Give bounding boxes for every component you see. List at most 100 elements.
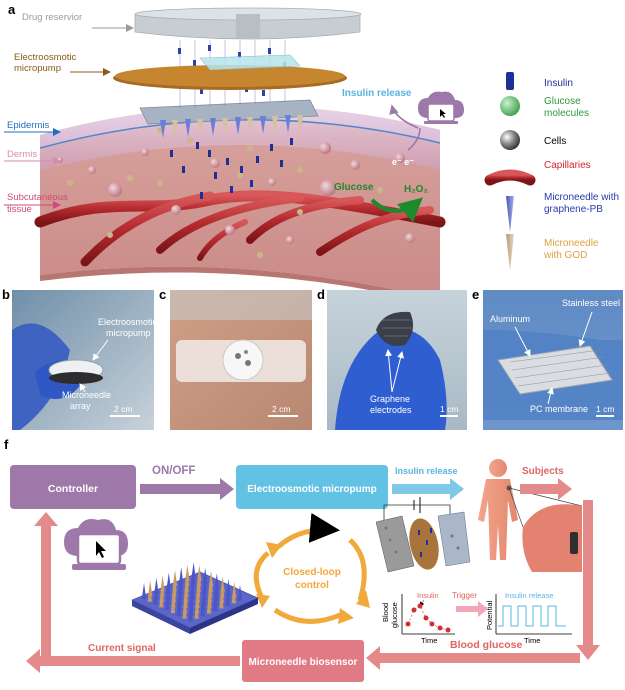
photo-e-scale: 1 cm	[596, 404, 614, 414]
cell	[225, 225, 235, 235]
skin-cross-section	[39, 106, 441, 305]
biosensor-label: Microneedle biosensor	[249, 657, 358, 668]
blood-glucose-label: Blood glucose	[450, 639, 522, 651]
photo-e-arrow-aluminum	[514, 326, 531, 357]
insulin-release-label: Insulin release	[395, 466, 458, 476]
panel-a: a	[4, 2, 619, 305]
insulin-molecule	[170, 150, 173, 157]
microneedle-patch	[139, 99, 319, 138]
glucose-oxidation-arrow	[370, 197, 424, 223]
biosensor-box	[242, 640, 364, 682]
micropump-label: Electroosmotic micropump	[247, 484, 376, 495]
microneedle-god	[197, 565, 202, 581]
loop-arc	[348, 538, 367, 601]
human-body	[478, 479, 518, 560]
needles-blue	[160, 115, 291, 138]
legend-glucose-icon	[500, 96, 520, 116]
electrode-plate-right	[437, 511, 471, 567]
release-curved-arrow	[389, 104, 419, 129]
patch-screw	[244, 350, 248, 354]
graphene-electrode-device	[376, 311, 414, 346]
glucose-particle	[187, 137, 193, 143]
cloud-laptop-icon	[418, 91, 464, 124]
photo-d-scale: 1 cm	[440, 404, 458, 414]
legend-capillaries-icon	[484, 169, 536, 186]
legend-god-needle-icon	[506, 234, 514, 270]
microneedle-needles	[141, 562, 243, 622]
cell	[88, 166, 96, 174]
photo-c-background	[170, 290, 312, 320]
photo-b-label1-line1: Electroosmotic	[98, 317, 158, 327]
label-micropump-line1: Electroosmotic	[14, 52, 77, 63]
tissue-glucose-particles	[67, 127, 383, 258]
glucose-particle	[107, 232, 113, 238]
micropump-schematic	[375, 497, 471, 573]
panel-e-letter: e	[472, 287, 479, 302]
on-off-label: ON/OFF	[152, 465, 195, 477]
glucose-particle	[157, 180, 163, 186]
legend-capillaries-label: Capillaries	[544, 160, 591, 171]
insulin-molecule	[208, 150, 211, 157]
device-microneedle-array	[49, 372, 103, 384]
plot1-point	[411, 607, 417, 613]
microneedle-graphene	[203, 567, 208, 584]
plot1-point	[429, 621, 435, 627]
microneedle-graphene	[179, 567, 184, 584]
insulin-molecule	[280, 160, 283, 167]
cell	[319, 142, 331, 154]
plot1-xlabel: Time	[421, 636, 437, 645]
trigger-label: Trigger	[452, 591, 477, 600]
insulin-molecule	[240, 166, 243, 173]
label-h2o2: H₂O₂	[404, 184, 428, 195]
zoomed-arm	[522, 504, 582, 572]
drug-reservoir	[134, 7, 362, 40]
loop-arc	[276, 512, 340, 549]
subjects-label: Subjects	[522, 466, 564, 477]
legend-god-label-line1: Microneedle	[544, 238, 599, 249]
photo-e-arrow-pc	[547, 387, 554, 405]
mini-plot-potential: Potential Time Insulin release	[485, 591, 572, 645]
microneedle-graphene	[191, 562, 196, 579]
plot2-ylabel: Potential	[485, 600, 494, 630]
legend-graphene-label-line1: Microneedle with	[544, 192, 619, 203]
plot1-series-label: Insulin	[417, 591, 439, 600]
panel-f-letter: f	[4, 437, 9, 452]
electrode-plate-left	[375, 515, 415, 573]
controller-box	[10, 465, 136, 509]
panel-a-letter: a	[8, 2, 16, 17]
label-glucose: Glucose	[334, 182, 374, 193]
label-subcutaneous-line1: Subcutaneous	[7, 192, 68, 203]
photo-b-label2-line1: Microneedle	[62, 390, 111, 400]
subcutaneous-layer	[40, 106, 440, 300]
membrane-mesh	[509, 349, 611, 387]
panel-c-letter: c	[159, 287, 166, 302]
photo-e-pc-membrane: PC membrane	[530, 404, 588, 414]
on-off-arrow	[140, 478, 234, 500]
cell	[320, 180, 336, 196]
patch-screw	[245, 360, 251, 366]
microneedle-god	[185, 564, 190, 581]
photo-d-arrow	[385, 349, 393, 393]
plot1-ylabel-line1: Blood	[381, 603, 390, 622]
panel-e: e Aluminum Stainless steel PC membrane 1…	[472, 287, 623, 430]
legend-cells-label: Cells	[544, 136, 566, 147]
cell	[141, 148, 149, 156]
label-micropump-line2: micropump	[14, 63, 61, 74]
tissue-cells	[57, 142, 415, 244]
micropump-membrane	[199, 54, 301, 71]
glucose-particle	[127, 175, 133, 181]
microneedle-god	[232, 581, 237, 598]
microneedle-god	[220, 576, 225, 593]
glucose-particle	[377, 187, 383, 193]
cell	[108, 183, 122, 197]
microneedle-graphene	[141, 583, 147, 599]
label-dermis: Dermis	[7, 149, 37, 160]
legend: Insulin Glucose molecules Cells Capillar…	[484, 72, 619, 270]
human-head	[489, 459, 507, 477]
electrode-mesh	[382, 319, 412, 337]
patch-screw	[235, 353, 241, 359]
insulin-molecule	[290, 138, 293, 145]
cell	[210, 158, 220, 168]
legend-glucose-label-line1: Glucose	[544, 96, 581, 107]
